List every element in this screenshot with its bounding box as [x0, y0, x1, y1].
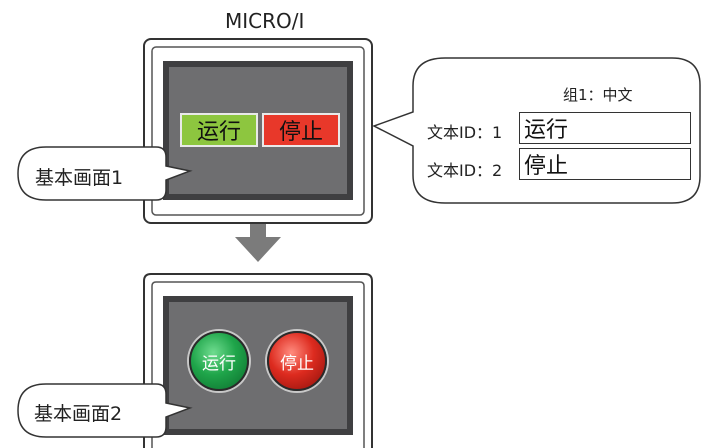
screen2-label: 基本画面2	[34, 403, 123, 425]
device-title: MICRO/I	[225, 9, 305, 33]
text-group-label: 组1：中文	[563, 86, 633, 104]
transition-arrow	[235, 224, 281, 262]
text-cell-2: 停止	[519, 148, 691, 180]
stop-button[interactable]: 停止	[262, 113, 340, 147]
down-arrow-icon	[235, 224, 281, 262]
text-id-label-1: 文本ID：1	[427, 123, 503, 142]
text-cell-1: 运行	[519, 112, 691, 144]
screen1-label: 基本画面1	[35, 167, 124, 189]
screen1-callout-bubble	[17, 146, 193, 201]
stop-pilot-lamp[interactable]: 停止	[267, 331, 327, 391]
text-id-label-2: 文本ID：2	[427, 161, 503, 180]
device-bottom	[143, 273, 373, 448]
screen2-callout-bubble	[17, 383, 193, 438]
run-button[interactable]: 运行	[180, 113, 258, 147]
run-pilot-lamp[interactable]: 运行	[189, 331, 249, 391]
